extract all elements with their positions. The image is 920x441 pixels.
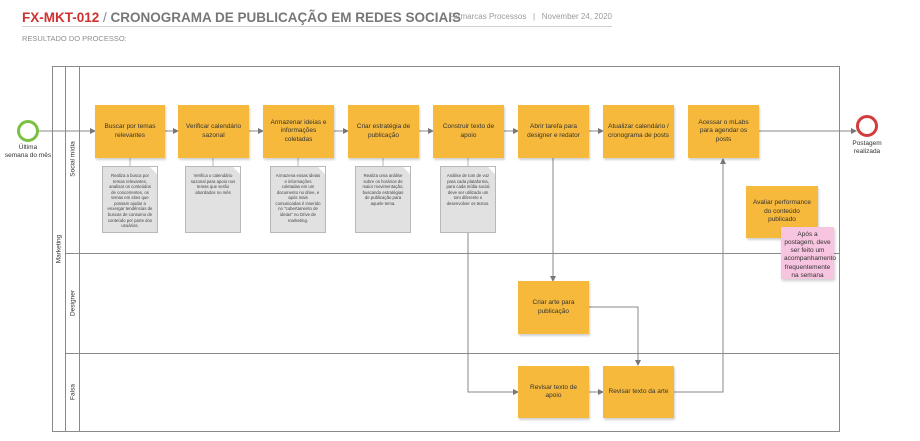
task-revisar-texto-arte[interactable]: Revisar texto da arte (603, 366, 674, 418)
header-rule (22, 26, 612, 27)
flow-d1-to-f2 (589, 306, 641, 366)
start-event (17, 120, 39, 142)
task-criar-estrategia[interactable]: Criar estratégia de publicação (348, 105, 419, 158)
task-criar-arte[interactable]: Criar arte para publicação (518, 281, 589, 334)
lane-separator (66, 253, 840, 254)
flow-t5-to-f1 (467, 233, 519, 395)
task-abrir-tarefa[interactable]: Abrir tarefa para designer e redator (518, 105, 589, 158)
pool-label-column (52, 66, 66, 432)
lane-separator (66, 353, 840, 354)
start-label-line2: semana do mês (4, 152, 52, 160)
end-event-label: Postagem realizada (843, 140, 891, 156)
meta-divider: | (532, 12, 536, 21)
page-title: FX-MKT-012 / CRONOGRAMA DE PUBLICAÇÃO EM… (22, 10, 461, 25)
end-label-line2: realizada (853, 148, 881, 156)
header-meta: Farmarcas Processos | November 24, 2020 (449, 12, 612, 21)
lane-label-column (66, 66, 80, 432)
flow-f2-to-t8 (674, 158, 726, 393)
note-criar-estrategia: Realiza uma análise sobre os horários de… (355, 166, 411, 233)
end-label-line1: Postagem (852, 140, 882, 147)
header: FX-MKT-012 / CRONOGRAMA DE PUBLICAÇÃO EM… (22, 10, 612, 30)
note-armazenar-ideias: Armazena essas ideias e informações cole… (270, 166, 326, 233)
note-verificar-calendario: Verifica o calendário sazonal para apoio… (185, 166, 241, 233)
pool (52, 66, 840, 432)
task-buscar-temas[interactable]: Buscar por temas relevantes (95, 105, 165, 158)
note-construir-texto: Análise de tom de voz para cada platafor… (440, 166, 496, 233)
process-title: CRONOGRAMA DE PUBLICAÇÃO EM REDES SOCIAI… (110, 10, 462, 25)
task-construir-texto[interactable]: Construir texto de apoio (433, 105, 504, 158)
start-label-line1: Última (18, 144, 38, 151)
task-acessar-mlabs[interactable]: Acessar o mLabs para agendar os posts (688, 105, 759, 158)
task-atualizar-calendario[interactable]: Atualizar calendário / cronograma de pos… (603, 105, 674, 158)
process-code: FX-MKT-012 (22, 10, 100, 25)
task-armazenar-ideias[interactable]: Armazenar ideias e informações coletadas (263, 105, 334, 158)
end-event (856, 115, 878, 137)
task-verificar-calendario[interactable]: Verificar calendário sazonal (178, 105, 249, 158)
start-event-label: Última semana do mês (2, 144, 54, 160)
document-date: November 24, 2020 (541, 12, 612, 21)
company-name: Farmarcas Processos (448, 12, 527, 21)
process-result-label: RESULTADO DO PROCESSO: (22, 34, 127, 43)
title-separator: / (99, 10, 111, 25)
note-buscar-temas: Realiza a busca por temas relevantes, an… (102, 166, 158, 233)
task-revisar-texto-apoio[interactable]: Revisar texto de apoio (518, 366, 589, 418)
sticky-note: Após a postagem, deve ser feito um acomp… (781, 227, 836, 279)
